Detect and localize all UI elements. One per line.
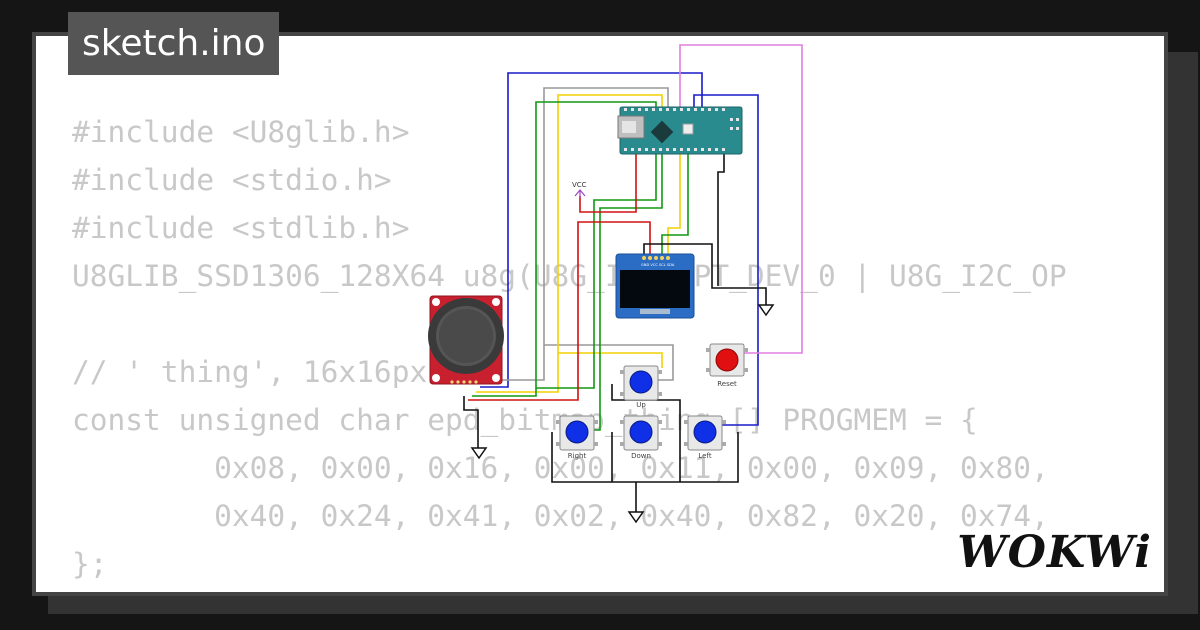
joystick-module[interactable] bbox=[428, 295, 504, 385]
file-tab[interactable]: sketch.ino bbox=[68, 12, 280, 75]
ground-icon bbox=[757, 304, 775, 317]
wire-blue-left bbox=[693, 94, 759, 426]
code-preview: #include <U8glib.h> #include <stdio.h> #in… bbox=[72, 108, 1067, 588]
reset-button[interactable]: Reset bbox=[706, 343, 748, 388]
wire-red-2 bbox=[579, 150, 637, 213]
code-line: #include <stdlib.h> bbox=[72, 211, 410, 245]
up-button-label: Up bbox=[636, 401, 646, 409]
vcc-marker: VCC bbox=[572, 181, 587, 198]
wire-black-board-gnd bbox=[717, 149, 725, 286]
left-button[interactable]: Left bbox=[684, 415, 726, 460]
wire-yellow-2 bbox=[558, 352, 663, 368]
right-button[interactable]: Right bbox=[556, 415, 598, 460]
ground-icon bbox=[470, 447, 488, 460]
wire-green-2 bbox=[536, 150, 657, 389]
wire-pink-reset bbox=[679, 44, 803, 354]
oled-pin-labels: GND VCC SCL SDA bbox=[641, 263, 675, 267]
wire-gray-2 bbox=[544, 344, 674, 381]
oled-display[interactable]: GND VCC SCL SDA bbox=[615, 253, 695, 319]
ground-icon bbox=[627, 511, 645, 524]
wire-black-oled-gnd bbox=[643, 243, 767, 305]
vcc-label: VCC bbox=[572, 181, 587, 189]
right-button-label: Right bbox=[568, 452, 587, 460]
up-button[interactable]: Up bbox=[620, 365, 662, 409]
code-line: 0x40, 0x24, 0x41, 0x02, 0x40, 0x82, 0x20… bbox=[72, 499, 1049, 533]
wire-blue-joystick bbox=[480, 72, 703, 388]
wire-black-buttons-gnd bbox=[551, 432, 739, 483]
down-button-label: Down bbox=[631, 452, 651, 460]
down-button[interactable]: Down bbox=[620, 415, 662, 460]
wire-yellow-oled bbox=[667, 150, 681, 255]
code-line: // ' thing', 16x16px bbox=[72, 355, 428, 389]
code-line: }; bbox=[72, 547, 108, 581]
code-line: #include <stdio.h> bbox=[72, 163, 392, 197]
joystick-knob-icon bbox=[439, 309, 493, 363]
wire-gray-1 bbox=[500, 87, 669, 381]
wire-black-joystick-gnd bbox=[463, 396, 479, 448]
left-button-label: Left bbox=[698, 452, 711, 460]
wokwi-logo: WOKWi bbox=[957, 527, 1152, 578]
wire-yellow-1 bbox=[476, 94, 663, 393]
wire-green-3 bbox=[594, 150, 663, 431]
wire-green-oled bbox=[661, 150, 689, 255]
wire-red-1 bbox=[468, 221, 651, 401]
arduino-nano-board[interactable] bbox=[617, 106, 743, 155]
code-line: #include <U8glib.h> bbox=[72, 115, 410, 149]
ground-icons bbox=[470, 304, 775, 524]
code-line: 0x08, 0x00, 0x16, 0x00, 0x11, 0x00, 0x09… bbox=[72, 451, 1049, 485]
wire-green-1 bbox=[472, 101, 657, 397]
reset-button-label: Reset bbox=[717, 380, 737, 388]
